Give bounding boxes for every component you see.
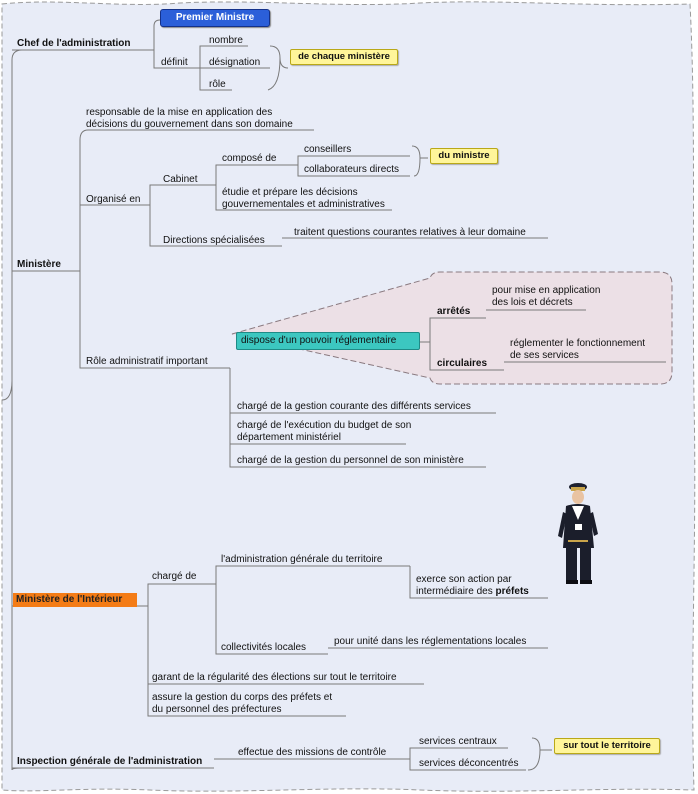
missions-controle-node[interactable]: effectue des missions de contrôle — [238, 747, 387, 758]
circulaires-desc-line2[interactable]: de ses services — [510, 350, 579, 361]
role-administratif-node[interactable]: Rôle administratif important — [86, 356, 208, 367]
chef-administration-node[interactable]: Chef de l'administration — [17, 38, 131, 49]
directions-node[interactable]: Directions spécialisées — [163, 235, 265, 246]
designation-node[interactable]: désignation — [209, 57, 261, 68]
exerce-line2[interactable]: intermédiaire des préfets — [416, 586, 529, 597]
collaborateurs-node[interactable]: collaborateurs directs — [304, 164, 400, 175]
definit-node[interactable]: définit — [161, 57, 188, 68]
arretes-desc-line2[interactable]: des lois et décrets — [492, 297, 573, 308]
compose-de-node[interactable]: composé de — [222, 153, 277, 164]
budget-line2[interactable]: département ministériel — [237, 432, 341, 443]
ministere-interieur-node[interactable]: Ministère de l'Intérieur — [13, 593, 137, 607]
services-deconcentres-node[interactable]: services déconcentrés — [419, 758, 519, 769]
gestion-personnel-node[interactable]: chargé de la gestion du personnel de son… — [237, 455, 464, 466]
pouvoir-reglementaire-node[interactable]: dispose d'un pouvoir réglementaire — [236, 332, 420, 350]
tout-territoire-tag[interactable]: sur tout le territoire — [554, 738, 660, 754]
du-ministre-tag[interactable]: du ministre — [430, 148, 498, 164]
responsable-line1[interactable]: responsable de la mise en application de… — [86, 107, 273, 118]
cabinet-node[interactable]: Cabinet — [163, 174, 198, 185]
circulaires-desc-line1[interactable]: réglementer le fonctionnement — [510, 338, 646, 349]
assure-line2[interactable]: du personnel des préfectures — [152, 704, 282, 715]
admin-territoire-node[interactable]: l'administration générale du territoire — [221, 554, 383, 565]
inspection-node[interactable]: Inspection générale de l'administration — [17, 756, 203, 767]
etudie-line2[interactable]: gouvernementales et administratives — [222, 199, 385, 210]
garant-node[interactable]: garant de la régularité des élections su… — [152, 672, 397, 683]
etudie-line1[interactable]: étudie et prépare les décisions — [222, 187, 358, 198]
gestion-courante-node[interactable]: chargé de la gestion courante des différ… — [237, 401, 471, 412]
organise-en-node[interactable]: Organisé en — [86, 194, 141, 205]
exerce-line1[interactable]: exerce son action par — [416, 574, 512, 585]
collectivites-node[interactable]: collectivités locales — [221, 642, 307, 653]
budget-line1[interactable]: chargé de l'exécution du budget de son — [237, 420, 412, 431]
ministere-node[interactable]: Ministère — [17, 259, 61, 270]
assure-line1[interactable]: assure la gestion du corps des préfets e… — [152, 692, 333, 703]
services-centraux-node[interactable]: services centraux — [419, 736, 497, 747]
prefets-label: préfets — [495, 586, 529, 597]
conseillers-node[interactable]: conseillers — [304, 144, 352, 155]
pouvoir-callout — [231, 271, 673, 385]
nombre-node[interactable]: nombre — [209, 35, 243, 46]
traitent-node[interactable]: traitent questions courantes relatives à… — [294, 227, 526, 238]
circulaires-node[interactable]: circulaires — [437, 358, 488, 369]
premier-ministre-node[interactable]: Premier Ministre — [160, 9, 270, 27]
unite-node[interactable]: pour unité dans les réglementations loca… — [334, 636, 527, 647]
arretes-node[interactable]: arrêtés — [437, 306, 471, 317]
chaque-ministere-tag[interactable]: de chaque ministère — [290, 49, 398, 65]
prefect-figure-icon — [558, 483, 598, 584]
charge-de-node[interactable]: chargé de — [152, 571, 197, 582]
role-node[interactable]: rôle — [209, 79, 226, 90]
responsable-line2[interactable]: décisions du gouvernement dans son domai… — [86, 119, 293, 130]
arretes-desc-line1[interactable]: pour mise en application — [492, 285, 601, 296]
